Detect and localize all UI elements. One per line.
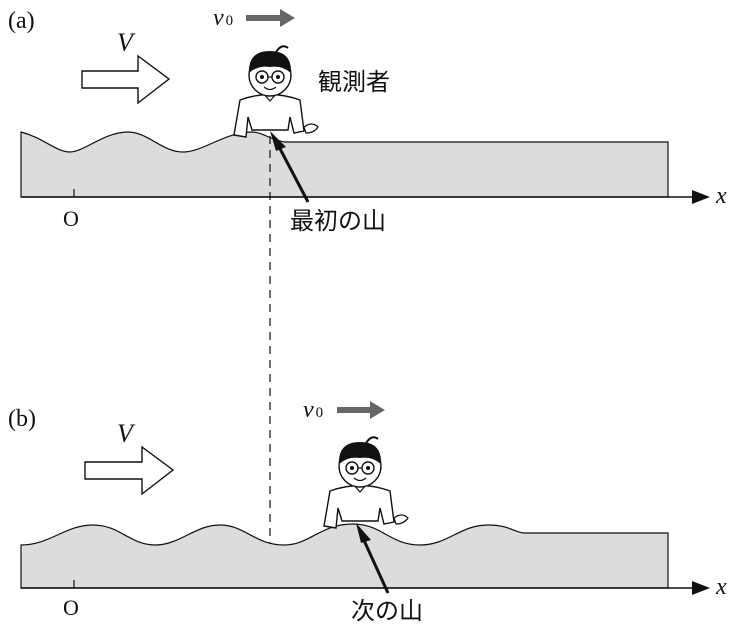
panel-a-observer-velocity-arrow xyxy=(246,9,295,27)
panel-b-label: (b) xyxy=(8,406,36,432)
panel-b-observer-velocity-arrow xyxy=(337,401,385,419)
panel-a-crest-pointer-line xyxy=(275,142,310,203)
panel-b-crest-pointer-head xyxy=(356,523,371,543)
panel-b-x-axis-arrowhead xyxy=(692,581,710,595)
panel-a-x-axis-arrowhead xyxy=(692,190,710,204)
panel-b-origin-label: O xyxy=(63,595,79,620)
panel-a-observer-label: 観測者 xyxy=(318,68,390,96)
panel-b-observer-figure xyxy=(323,436,409,529)
panel-a-crest-pointer-head xyxy=(270,131,286,151)
panel-a-water-surface xyxy=(20,131,669,198)
panel-b-wave-speed-label: V xyxy=(117,419,136,448)
panel-a-wave-direction-arrow xyxy=(81,54,171,105)
panel-a-label: (a) xyxy=(8,8,35,34)
panel-a-wave-speed-label: V xyxy=(117,28,136,57)
panel-b-crest-pointer-line xyxy=(360,535,390,594)
panel-a-observer-figure xyxy=(233,45,319,138)
panel-a-crest-label: 最初の山 xyxy=(290,207,386,235)
panel-a-origin-label: O xyxy=(63,206,79,231)
panel-b-wave-direction-arrow xyxy=(84,445,175,496)
panel-b-water-surface xyxy=(20,523,669,589)
panel-b-crest-label: 次の山 xyxy=(351,597,423,625)
panel-a-axis-label: x xyxy=(715,183,727,209)
panel-b-axis-label: x xyxy=(715,574,727,600)
